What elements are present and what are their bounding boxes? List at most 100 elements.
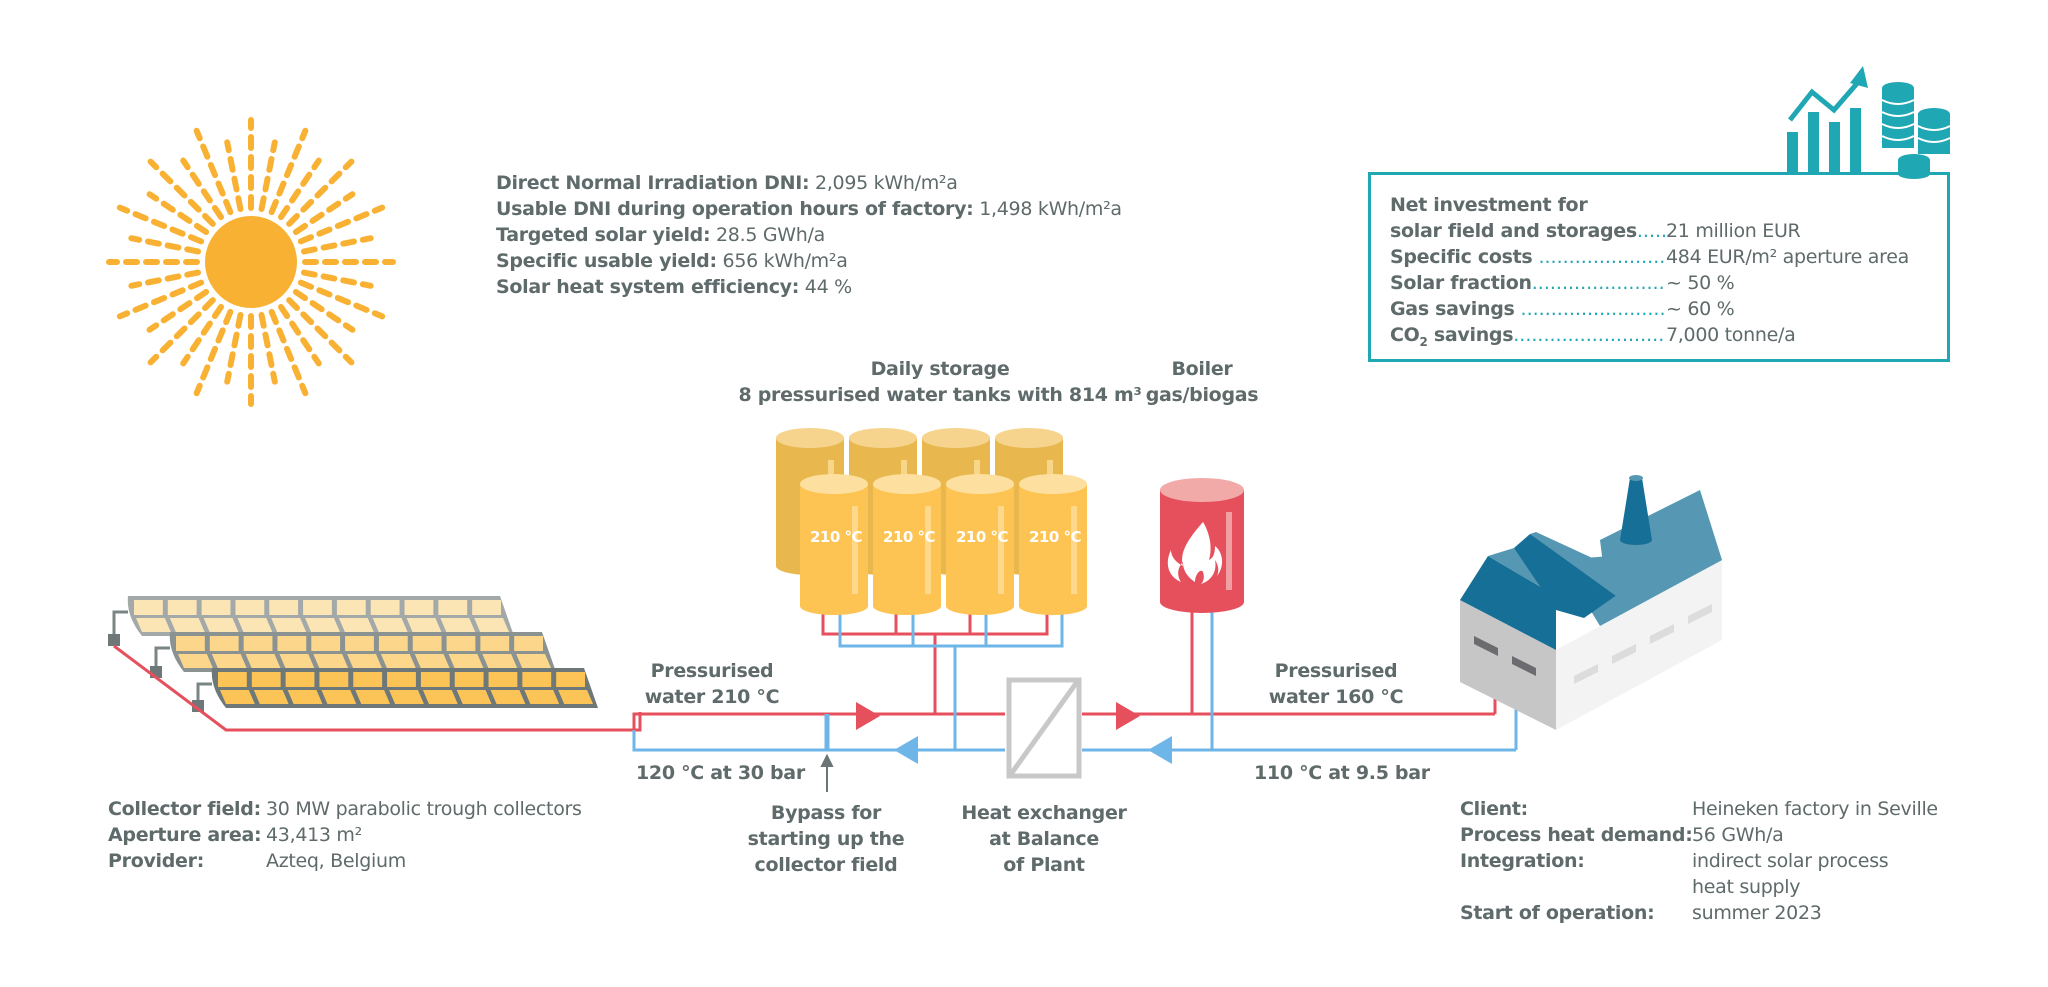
stat-row: Targeted solar yield: 28.5 GWh/a [496,222,1122,248]
trough-panel [456,690,492,704]
trough-row [127,596,515,636]
trough-panel [277,636,307,651]
storage-tanks [776,428,1087,615]
trough-panel [253,690,289,704]
sun-ray [128,235,202,255]
investment-row: solar field and storages...... 21 millio… [1390,218,1909,244]
trough-panel [448,654,484,668]
trough-panel [176,636,205,651]
trough-panel [303,600,332,615]
tank-temp-label: 210 °C [1029,528,1082,546]
trough-panel [472,600,501,615]
stat-value: 2,095 kWh/m²a [815,172,958,194]
trough-panel [338,618,374,632]
trough-panel [378,636,408,651]
investment-row: Gas savings ......................... ~ … [1390,296,1909,322]
stat-value: 656 kWh/m²a [722,250,848,272]
stat-row: Specific usable yield: 656 kWh/m²a [496,248,1122,274]
trough-panel [321,690,357,704]
sun-ray [146,289,210,333]
investment-label: CO2 savings.......................... [1390,324,1666,349]
trough-panel [522,672,552,687]
heat-exchanger-label: Heat exchanger at Balance of Plant [961,802,1127,876]
trough-panel [201,600,231,615]
trough-panel [243,636,273,651]
trough-panel [404,600,434,615]
sun-ray [258,311,278,385]
tank-temp-label: 210 °C [810,528,863,546]
sun-ray [180,303,224,367]
sun-icon [106,117,396,407]
trough-panel [211,654,247,668]
trough-panel [311,636,341,651]
sun-ray [300,235,374,255]
trough-panel [355,690,391,704]
trough-panel [271,618,307,632]
trough-panel [319,672,349,687]
info-row: heat supply [1692,876,1801,898]
bypass-pointer-arrow [820,753,834,792]
investment-label: Gas savings ......................... [1390,298,1666,320]
trough-panel [387,672,416,687]
cold-flow-label-right: 110 °C at 9.5 bar [1254,762,1430,784]
hot-flow-label-left: Pressurised water 210 °C [644,660,780,708]
hot-flow-arrow [856,702,880,730]
boiler-tank [1160,478,1244,613]
cold-flow-label-left: 120 °C at 30 bar [636,762,805,784]
trough-row [211,668,598,708]
trough-panel [412,636,442,651]
trough-panel [336,600,366,615]
trough-panel [480,636,510,651]
bypass-label: Bypass for starting up the collector fie… [747,802,905,876]
sun-ray [286,297,355,366]
investment-table: Net investment for solar field and stora… [1390,192,1909,355]
info-row: Process heat demand:56 GWh/a [1460,824,1784,846]
info-row: Start of operation:summer 2023 [1460,902,1822,924]
sun-ray [286,158,355,227]
boiler-subtitle: gas/biogas [1145,384,1259,406]
sun-ray [146,191,210,235]
trough-panel [414,654,450,668]
investment-row: Solar fraction........................ ~… [1390,270,1909,296]
trough-panel [235,600,265,615]
trough-panel [251,672,281,687]
stat-row: Solar heat system efficiency: 44 % [496,274,1122,300]
trough-panel [488,672,518,687]
sun-ray [300,269,374,289]
trough-panel [269,600,299,615]
hot-flow-label-right: Pressurised water 160 °C [1268,660,1404,708]
trough-panel [220,690,255,704]
stat-label: Solar heat system efficiency: [496,276,800,298]
info-row: Provider:Azteq, Belgium [108,850,406,872]
sun-ray [258,139,278,213]
trough-panel [245,654,281,668]
stat-row: Usable DNI during operation hours of fac… [496,196,1122,222]
hot-flow-arrow [1116,702,1140,730]
boiler-title: Boiler [1171,358,1233,380]
storage-label: Daily storage 8 pressurised water tanks … [720,356,1160,408]
tank-temp-label: 210 °C [956,528,1009,546]
investment-value: 7,000 tonne/a [1666,324,1796,346]
investment-value: ~ 50 % [1666,272,1735,294]
trough-panel [237,618,273,632]
trough-panel [406,618,442,632]
finance-growth-coins-icon [1787,66,1951,179]
investment-box: Net investment for solar field and stora… [1368,172,1950,362]
trough-panel [209,636,239,651]
trough-panel [482,654,518,668]
trough-panel [514,636,543,651]
trough-panel [389,690,424,704]
storage-title: Daily storage [870,358,1010,380]
irradiation-stats: Direct Normal Irradiation DNI: 2,095 kWh… [496,170,1122,300]
sun-ray [292,191,356,235]
storage-tank-front [800,474,868,615]
boiler-label: Boiler gas/biogas [1140,356,1264,408]
factory-building [1460,475,1722,730]
trough-panel [370,600,400,615]
info-row: Client:Heineken factory in Seville [1460,798,1938,820]
info-row: Integration:indirect solar process [1460,850,1889,872]
investment-label: Specific costs ....................... [1390,246,1666,268]
sun-ray [147,297,216,366]
storage-tank-front [873,474,941,615]
